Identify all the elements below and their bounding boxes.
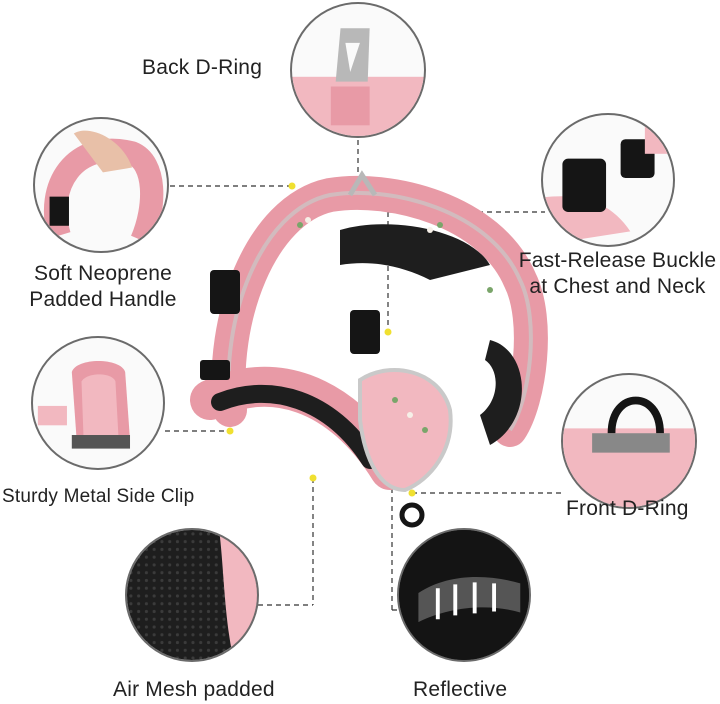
harness-illustration: [190, 170, 548, 528]
air-mesh-label: Air Mesh padded: [113, 678, 275, 701]
back-d-ring-detail: [290, 2, 426, 138]
air-mesh-detail: [125, 528, 259, 662]
buckle-label-line2: at Chest and Neck: [529, 275, 706, 298]
back-d-ring-label: Back D-Ring: [142, 56, 263, 79]
reflective-detail: [397, 528, 531, 662]
handle-detail: [33, 117, 169, 253]
handle-label-line1: Soft Neoprene: [33, 262, 173, 285]
side-clip-detail: [31, 336, 165, 470]
side-clip-label: Sturdy Metal Side Clip: [2, 486, 195, 507]
front-d-ring-detail: [561, 373, 697, 509]
handle-label-line2: Padded Handle: [29, 288, 177, 311]
handle-label: Soft Neoprene Padded Handle: [18, 261, 188, 313]
buckle-detail: [541, 113, 675, 247]
buckle-label: Fast-Release Buckle at Chest and Neck: [515, 248, 720, 300]
buckle-label-line1: Fast-Release Buckle: [518, 249, 717, 272]
reflective-label: Reflective: [413, 678, 508, 701]
front-d-ring-label: Front D-Ring: [566, 497, 689, 520]
